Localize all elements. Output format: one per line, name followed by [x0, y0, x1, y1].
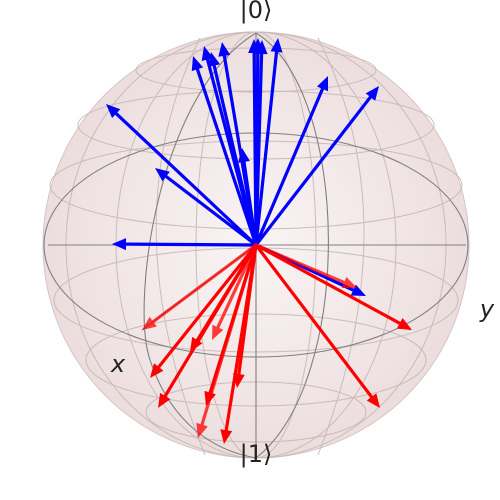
red-vector-6	[196, 243, 258, 438]
blue-vector-arrowhead	[255, 40, 268, 55]
blue-vector-arrowhead	[155, 168, 170, 182]
blue-vector-arrowhead	[316, 76, 329, 92]
red-vector-arrowhead	[366, 393, 380, 408]
blue-vector-8	[238, 148, 258, 247]
blue-vector-arrowhead	[270, 38, 283, 53]
red-vector-arrowhead	[158, 392, 171, 408]
red-vector-shaft	[254, 243, 402, 325]
blue-vector-1	[106, 104, 258, 247]
upper-hemisphere-vectors	[106, 38, 379, 296]
blue-vector-4	[191, 56, 258, 247]
x-axis-label: x	[110, 350, 126, 378]
red-vector-arrowhead	[142, 316, 157, 330]
meridian-xz	[255, 32, 329, 459]
blue-vector-arrowhead	[365, 86, 379, 101]
lower-hemisphere-vectors	[142, 243, 412, 444]
red-vector-arrowhead	[212, 324, 224, 340]
red-vector-shaft	[216, 243, 258, 329]
meridian-yz	[143, 32, 257, 459]
red-vector-shaft	[151, 243, 258, 324]
blue-vector-shaft	[254, 87, 325, 247]
red-vector-shaft	[254, 243, 374, 399]
red-vector-arrowhead	[341, 276, 357, 289]
blue-vector-arrowhead	[238, 148, 250, 163]
blue-vector-shaft	[114, 111, 258, 247]
red-vector-arrowhead	[396, 318, 412, 330]
blue-vector-shaft	[212, 64, 258, 247]
red-vector-shaft	[157, 243, 258, 369]
red-vector-shaft	[200, 243, 258, 427]
blue-vector-arrowhead	[218, 42, 231, 57]
blue-vector-arrowhead	[112, 238, 127, 251]
blue-vector-3	[155, 168, 258, 247]
red-vector-shaft	[237, 243, 258, 376]
blue-vector-shaft	[254, 52, 264, 247]
blue-vector-shaft	[164, 174, 258, 247]
blue-vector-11	[254, 40, 268, 247]
red-vector-7	[212, 243, 258, 340]
blue-vector-13	[254, 76, 329, 247]
blue-vector-arrowhead	[191, 56, 204, 72]
red-vector-arrowhead	[232, 373, 245, 388]
red-vector-arrowhead	[220, 429, 233, 444]
red-vector-shaft	[195, 243, 258, 342]
blue-vector-shaft	[254, 50, 279, 247]
blue-vector-6	[208, 52, 258, 247]
blue-vector-shaft	[254, 95, 373, 247]
blue-vector-2	[112, 238, 258, 251]
red-vector-9	[232, 243, 258, 388]
blue-vector-14	[254, 86, 379, 247]
blue-vector-arrowhead	[208, 52, 221, 67]
red-vector-arrowhead	[196, 422, 208, 438]
red-vector-12	[254, 243, 380, 408]
blue-vector-12	[254, 38, 283, 247]
bottom-pole-label: |1⟩	[240, 440, 273, 468]
red-vector-2	[150, 243, 258, 378]
red-vector-arrowhead	[190, 336, 203, 352]
red-vector-11	[254, 243, 412, 330]
blue-vector-shaft	[124, 242, 258, 247]
y-axis-label: y	[479, 295, 495, 323]
red-vector-arrowhead	[150, 363, 164, 378]
red-vector-4	[190, 243, 258, 352]
blue-vector-arrowhead	[106, 104, 121, 118]
blue-vector-shaft	[242, 160, 258, 247]
red-vector-1	[142, 243, 258, 330]
top-pole-label: |0⟩	[240, 0, 273, 24]
blue-vector-shaft	[195, 67, 258, 247]
